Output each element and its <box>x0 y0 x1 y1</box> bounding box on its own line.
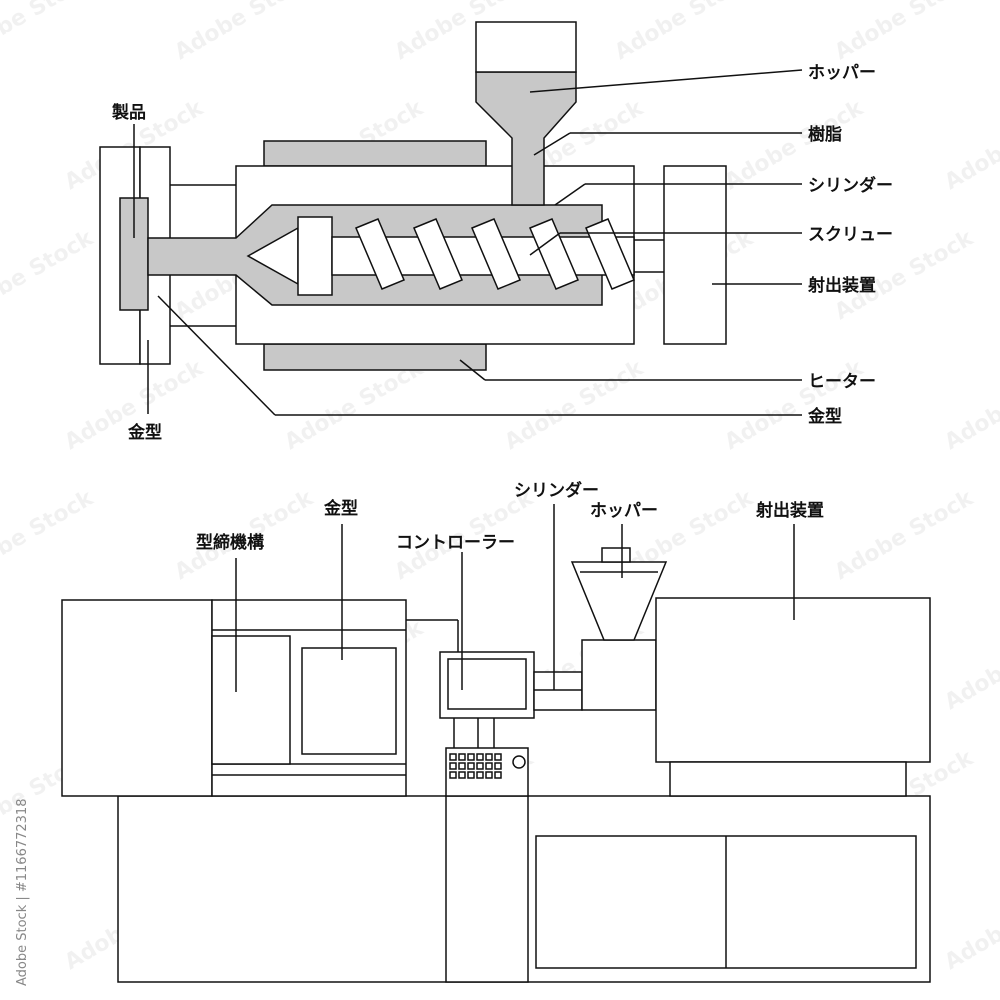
clamp-end-plate <box>61 599 213 797</box>
control-key <box>476 753 484 761</box>
label-mold-right: 金型 <box>807 406 842 427</box>
controller-screen <box>447 658 527 710</box>
label-heater: ヒーター <box>808 372 876 392</box>
injection-unit-housing <box>655 597 931 763</box>
control-key <box>458 762 466 770</box>
check-ring <box>297 216 333 296</box>
machine-side-view: 型締機構 金型 コントローラー シリンダー ホッパー 射出装置 <box>61 480 931 983</box>
label-resin: 樹脂 <box>808 124 842 145</box>
cross-section-diagram: ホッパー 樹脂 シリンダー スクリュー 射出装置 ヒーター 金型 製品 金型 <box>99 21 893 443</box>
label-mold-left: 金型 <box>127 422 162 443</box>
watermark-text: Adobe Stock <box>721 355 869 455</box>
hopper-funnel <box>570 561 668 641</box>
control-key <box>494 762 502 770</box>
clamp-mechanism-panel <box>211 635 291 765</box>
control-key <box>494 753 502 761</box>
control-keys <box>449 753 502 779</box>
label-injection-unit: 射出装置 <box>755 500 824 521</box>
watermark-text: Adobe Stock <box>501 355 649 455</box>
screw-flight <box>355 218 405 290</box>
label-cylinder: シリンダー <box>514 480 599 501</box>
watermark-text: Adobe Stock <box>941 95 1000 195</box>
mold-window <box>301 647 397 755</box>
injection-unit-box <box>663 165 727 345</box>
control-key <box>485 762 493 770</box>
watermark-text: Adobe Stock <box>0 485 99 585</box>
control-key <box>458 771 466 779</box>
hopper-lid <box>601 547 631 563</box>
leader-hopper <box>529 69 803 93</box>
watermark-text: Adobe Stock <box>831 485 979 585</box>
label-controller: コントローラー <box>396 533 515 553</box>
label-clamping-unit: 型締機構 <box>196 532 264 553</box>
control-key <box>494 771 502 779</box>
screw-flight <box>413 218 463 290</box>
stock-id-label: Adobe Stock | #1166772318 <box>15 799 30 986</box>
control-key <box>485 771 493 779</box>
label-product: 製品 <box>111 102 146 123</box>
label-cylinder: シリンダー <box>808 175 893 196</box>
watermark-text: Adobe Stock <box>941 875 1000 975</box>
heater-bottom <box>263 343 487 371</box>
control-key <box>467 762 475 770</box>
leader-mold-right-a <box>157 295 276 416</box>
heater-top <box>263 140 487 167</box>
label-screw: スクリュー <box>808 225 893 245</box>
emergency-stop-button <box>512 755 526 769</box>
injection-unit-base <box>669 761 907 797</box>
screw-flights <box>355 218 635 290</box>
watermark-text: Adobe Stock <box>941 355 1000 455</box>
hopper-top <box>475 21 577 73</box>
watermark-text: Adobe Stock <box>611 0 759 65</box>
control-key <box>485 753 493 761</box>
leader-screw-a <box>529 232 561 256</box>
screw-flight <box>585 218 635 290</box>
watermark-text: Adobe Stock <box>941 615 1000 715</box>
leader-cylinder-a <box>554 183 586 206</box>
controller-pedestal <box>445 795 529 983</box>
label-injection-unit: 射出装置 <box>807 275 876 296</box>
label-hopper: ホッパー <box>590 501 658 521</box>
control-key <box>458 753 466 761</box>
hopper-body <box>475 71 577 206</box>
watermark-text: Adobe Stock <box>831 0 979 65</box>
label-mold: 金型 <box>323 498 358 519</box>
screw-flight <box>529 218 579 290</box>
leader-resin-a <box>533 132 571 156</box>
control-key <box>476 771 484 779</box>
label-hopper: ホッパー <box>808 63 876 83</box>
control-key <box>449 762 457 770</box>
control-key <box>449 753 457 761</box>
control-key <box>467 753 475 761</box>
control-key <box>449 771 457 779</box>
control-key <box>467 771 475 779</box>
screw-flight <box>471 218 521 290</box>
leader-heater-a <box>459 359 486 381</box>
cylinder-tube <box>533 671 583 711</box>
watermark-text: Adobe Stock <box>0 0 99 65</box>
control-key <box>476 762 484 770</box>
watermark-text: Adobe Stock <box>171 0 319 65</box>
watermark-text: Adobe Stock <box>0 225 99 325</box>
cylinder-block <box>581 639 657 711</box>
